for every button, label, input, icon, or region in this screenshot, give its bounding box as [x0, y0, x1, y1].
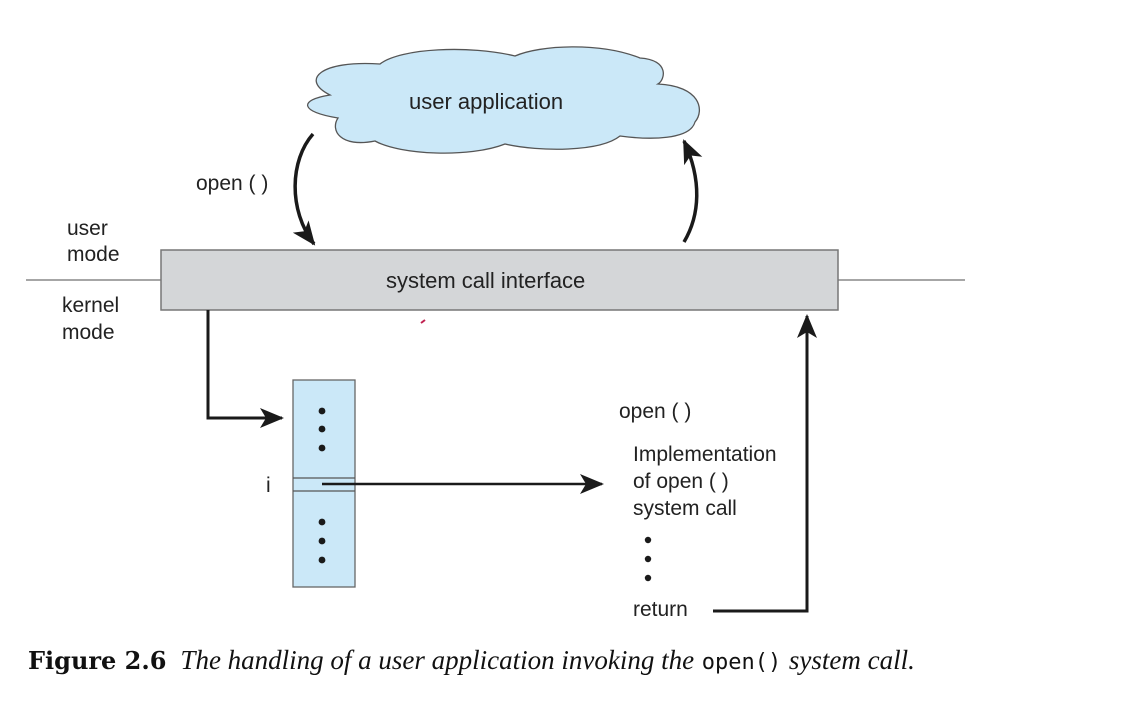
- implementation-line-3: system call: [633, 497, 737, 520]
- call-arrow: [292, 132, 316, 246]
- return-arrow: [713, 314, 817, 613]
- caption-code: open(): [701, 650, 782, 675]
- cloud-label: user application: [409, 89, 564, 114]
- implementation-title: open ( ): [619, 400, 692, 423]
- user-mode-label-line1: user: [67, 217, 108, 240]
- dispatch-arrow: [206, 310, 284, 428]
- table-index-label: i: [266, 474, 271, 497]
- figure-caption: Figure 2.6 The handling of a user applica…: [28, 645, 915, 676]
- user-mode-label-line2: mode: [67, 243, 120, 266]
- caption-text-before: The handling of a user application invok…: [180, 645, 695, 675]
- kernel-mode-label-line2: mode: [62, 321, 115, 344]
- call-label: open ( ): [196, 172, 269, 195]
- return-to-user-arrow: [682, 139, 703, 243]
- interface-label: system call interface: [386, 268, 586, 293]
- figure-number: Figure 2.6: [28, 646, 167, 675]
- stray-mark: [420, 319, 426, 324]
- implementation-line-1: Implementation: [633, 443, 777, 466]
- caption-text-after: system call.: [788, 645, 915, 675]
- kernel-mode-label-line1: kernel: [62, 294, 120, 317]
- system-call-interface-box: [160, 249, 839, 311]
- return-label: return: [633, 598, 688, 621]
- user-application-cloud: [307, 46, 701, 154]
- implementation-ellipsis: [644, 536, 652, 582]
- table-ellipsis-top: [318, 407, 326, 452]
- table-ellipsis-bottom: [318, 518, 326, 564]
- implementation-line-2: of open ( ): [633, 470, 729, 493]
